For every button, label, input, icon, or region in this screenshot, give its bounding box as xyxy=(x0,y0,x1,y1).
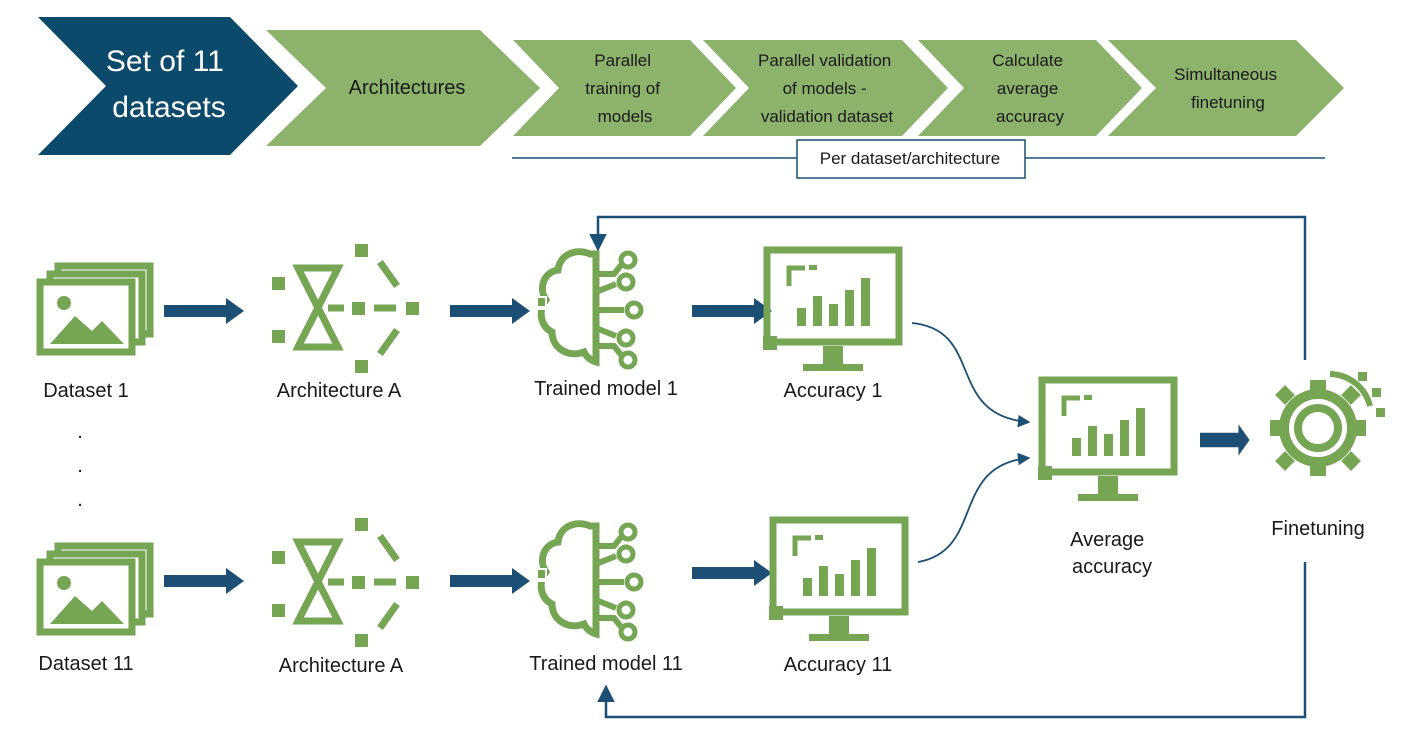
ellipsis-dot-2: . xyxy=(77,455,83,477)
svg-text:Architectures: Architectures xyxy=(349,77,466,99)
arrow-arch-to-model-1 xyxy=(450,298,530,324)
accuracy-11-label: Accuracy 11 xyxy=(784,654,893,676)
dataset-1-label: Dataset 1 xyxy=(43,380,129,402)
svg-text:Simultaneous finetuning: Simultaneous finetuning xyxy=(1174,65,1282,112)
process-step-validation: Parallel validation of models - validati… xyxy=(703,40,948,136)
process-step-average: Calculate average accuracy xyxy=(918,40,1142,136)
average-accuracy-line2: accuracy xyxy=(1072,556,1152,578)
step-average-line2: average xyxy=(997,79,1058,98)
process-step-training: Parallel training of models xyxy=(513,40,736,136)
average-accuracy-line1: Average xyxy=(1070,529,1144,551)
svg-text:Parallel training of: Parallel training of models xyxy=(585,51,664,126)
ellipsis-dot-1: . xyxy=(77,421,83,443)
arrow-dataset-to-arch-11 xyxy=(164,568,244,594)
trained-model-11-label: Trained model 11 xyxy=(529,653,682,675)
step-validation-line3: validation dataset xyxy=(761,107,894,126)
gear-icon xyxy=(1270,372,1385,476)
svg-text:Calculate average: Calculate average accuracy xyxy=(992,51,1068,126)
brain-circuit-icon-bottom xyxy=(538,524,641,639)
step-datasets-line1: Set of 11 xyxy=(106,45,224,78)
arrow-model-to-accuracy-1 xyxy=(692,298,772,324)
step-training-line1: Parallel xyxy=(594,51,651,70)
step-training-line2: training of xyxy=(585,79,660,98)
step-finetuning-line1: Simultaneous xyxy=(1174,65,1277,84)
feedback-loop-top xyxy=(589,215,1307,360)
ellipsis-dot-3: . xyxy=(77,489,83,511)
per-dataset-bracket: Per dataset/architecture xyxy=(512,139,1325,179)
trained-model-1-label: Trained model 1 xyxy=(534,378,678,400)
curve-accuracy-11-to-average xyxy=(917,452,1031,563)
step-architectures-label: Architectures xyxy=(349,77,466,99)
step-validation-line1: Parallel validation xyxy=(758,51,891,70)
arrow-dataset-to-arch-1 xyxy=(164,298,244,324)
process-step-datasets: Set of 11 datasets xyxy=(38,17,298,155)
step-validation-line2: of models - xyxy=(783,79,867,98)
dataset-11-image-icon xyxy=(40,546,150,632)
step-datasets-line2: datasets xyxy=(112,91,225,124)
step-average-line3: accuracy xyxy=(996,107,1065,126)
dataset-1-image-icon xyxy=(40,266,150,352)
architecture-a-label-bottom: Architecture A xyxy=(279,655,404,677)
dataset-11-label: Dataset 11 xyxy=(38,653,133,675)
architecture-network-icon-bottom xyxy=(272,518,419,647)
finetuning-label: Finetuning xyxy=(1271,518,1364,540)
architecture-network-icon-top xyxy=(272,244,419,373)
process-step-architectures: Architectures xyxy=(266,30,540,146)
step-training-line3: models xyxy=(598,107,653,126)
architecture-a-label-top: Architecture A xyxy=(277,380,402,402)
monitor-chart-icon-average xyxy=(1038,380,1174,501)
svg-text:Set of 11 datasets: Set of 11 datasets xyxy=(106,45,232,124)
curve-accuracy-1-to-average xyxy=(911,322,1031,428)
monitor-chart-icon-bottom xyxy=(769,520,905,641)
svg-text:Parallel validation of m: Parallel validation of models - validati… xyxy=(758,51,896,126)
brain-circuit-icon-top xyxy=(538,252,641,367)
arrow-arch-to-model-11 xyxy=(450,568,530,594)
arrow-model-to-accuracy-11 xyxy=(692,560,772,586)
step-average-line1: Calculate xyxy=(992,51,1063,70)
svg-text:Average accuracy: Average accuracy xyxy=(1070,529,1152,578)
monitor-chart-icon-top xyxy=(763,250,899,371)
arrow-average-to-finetuning xyxy=(1200,424,1250,456)
bracket-label: Per dataset/architecture xyxy=(820,149,1000,168)
feedback-loop-bottom xyxy=(597,562,1307,719)
accuracy-1-label: Accuracy 1 xyxy=(784,380,883,402)
step-finetuning-line2: finetuning xyxy=(1191,93,1265,112)
process-step-finetuning: Simultaneous finetuning xyxy=(1108,40,1344,136)
